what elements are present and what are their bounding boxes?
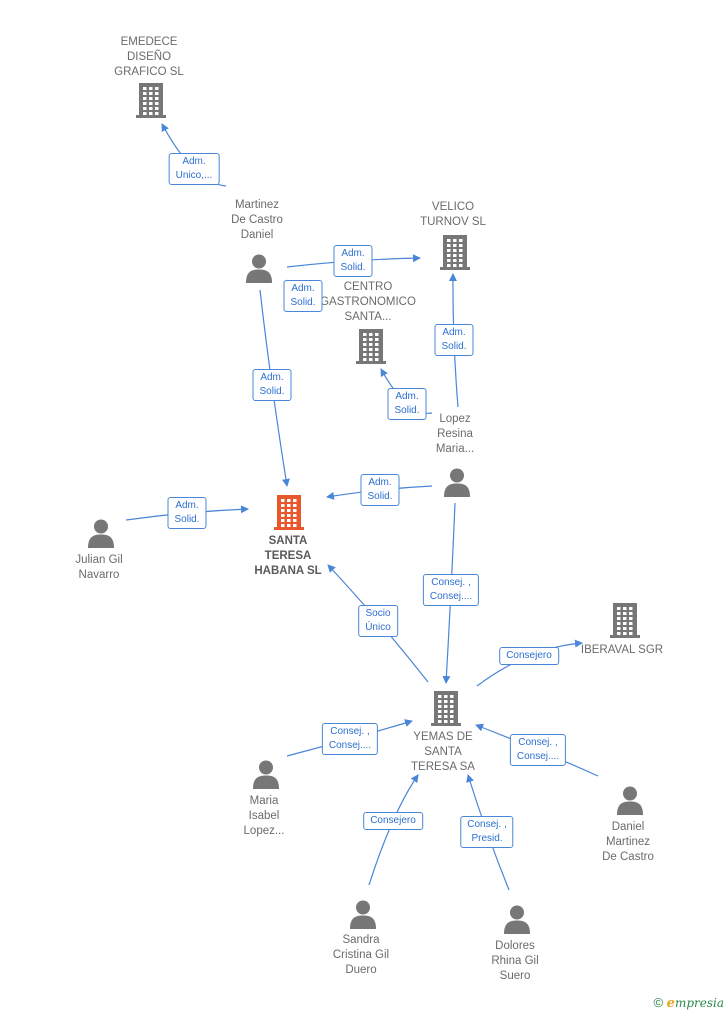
edge-label-12[interactable]: Consej. , Consej....: [509, 734, 567, 766]
sandra-icon-graphic: [350, 900, 376, 929]
edge-label-7[interactable]: Adm. Solid.: [167, 497, 207, 529]
copyright-symbol: ©: [653, 995, 664, 1010]
lopez_resina-icon-graphic: [444, 468, 470, 497]
dolores-icon-graphic: [504, 905, 530, 934]
maria_isabel-icon-graphic: [253, 760, 279, 789]
santa-teresa-building-icon[interactable]: [274, 494, 304, 535]
edge-label-5[interactable]: Adm. Solid.: [387, 388, 427, 420]
maria-isabel-person-icon[interactable]: [251, 759, 281, 794]
emedece-building-icon[interactable]: [136, 82, 166, 123]
iberaval-building-icon[interactable]: [610, 602, 640, 643]
edge-label-4[interactable]: Adm. Solid.: [434, 324, 474, 356]
martinez-castro-daniel-person-icon[interactable]: [244, 253, 274, 288]
martinez_castro_daniel-icon-graphic: [246, 254, 272, 283]
yemas-icon-graphic: [431, 691, 461, 726]
iberaval-icon-graphic: [610, 603, 640, 638]
edge-label-0[interactable]: Adm. Unico,...: [168, 153, 220, 185]
edge-label-8[interactable]: Consej. , Consej....: [422, 574, 480, 606]
yemas-building-icon[interactable]: [431, 690, 461, 731]
julian-person-icon[interactable]: [86, 518, 116, 553]
dolores-person-icon[interactable]: [502, 904, 532, 939]
lopez-resina-person-icon[interactable]: [442, 467, 472, 502]
edge-label-6[interactable]: Adm. Solid.: [360, 474, 400, 506]
iberaval-label[interactable]: IBERAVAL SGR: [580, 644, 664, 656]
julian-icon-graphic: [88, 519, 114, 548]
empresia-logo[interactable]: © empresia: [653, 995, 724, 1011]
santa-teresa-label[interactable]: SANTA TERESA HABANA SL: [254, 535, 322, 577]
centro-label[interactable]: CENTRO GASTRONOMICO SANTA...: [320, 281, 416, 323]
logo-initial: e: [666, 996, 675, 1011]
maria-isabel-label[interactable]: Maria Isabel Lopez...: [243, 795, 285, 837]
edge-label-3[interactable]: Adm. Solid.: [252, 369, 292, 401]
santa_teresa-icon-graphic: [274, 495, 304, 530]
edge-label-9[interactable]: Socio Único: [358, 605, 398, 637]
edge-label-13[interactable]: Consejero: [363, 812, 423, 830]
daniel-martinez-label[interactable]: Daniel Martinez De Castro: [602, 821, 654, 863]
emedece-label[interactable]: EMEDECE DISEÑO GRAFICO SL: [114, 36, 184, 78]
sandra-label[interactable]: Sandra Cristina Gil Duero: [332, 934, 390, 976]
logo-name: mpresia: [674, 996, 724, 1010]
lopez-resina-label[interactable]: Lopez Resina Maria...: [435, 413, 475, 455]
edge-label-14[interactable]: Consej. , Presid.: [460, 816, 514, 848]
yemas-label[interactable]: YEMAS DE SANTA TERESA SA: [411, 731, 475, 773]
velico-label[interactable]: VELICO TURNOV SL: [420, 201, 486, 228]
daniel_martinez-icon-graphic: [617, 786, 643, 815]
daniel-martinez-person-icon[interactable]: [615, 785, 645, 820]
centro-icon-graphic: [356, 329, 386, 364]
centro-building-icon[interactable]: [356, 328, 386, 369]
edge-label-10[interactable]: Consejero: [499, 647, 559, 665]
edge-label-2[interactable]: Adm. Solid.: [283, 280, 323, 312]
sandra-person-icon[interactable]: [348, 899, 378, 934]
edge-line-13: [368, 774, 419, 886]
julian-label[interactable]: Julian Gil Navarro: [75, 554, 123, 581]
edge-label-11[interactable]: Consej. , Consej....: [321, 723, 379, 755]
martinez-castro-daniel-label[interactable]: Martinez De Castro Daniel: [231, 199, 283, 241]
dolores-label[interactable]: Dolores Rhina Gil Suero: [491, 940, 539, 982]
edge-label-1[interactable]: Adm. Solid.: [333, 245, 373, 277]
velico-building-icon[interactable]: [440, 234, 470, 275]
emedece-icon-graphic: [136, 83, 166, 118]
velico-icon-graphic: [440, 235, 470, 270]
